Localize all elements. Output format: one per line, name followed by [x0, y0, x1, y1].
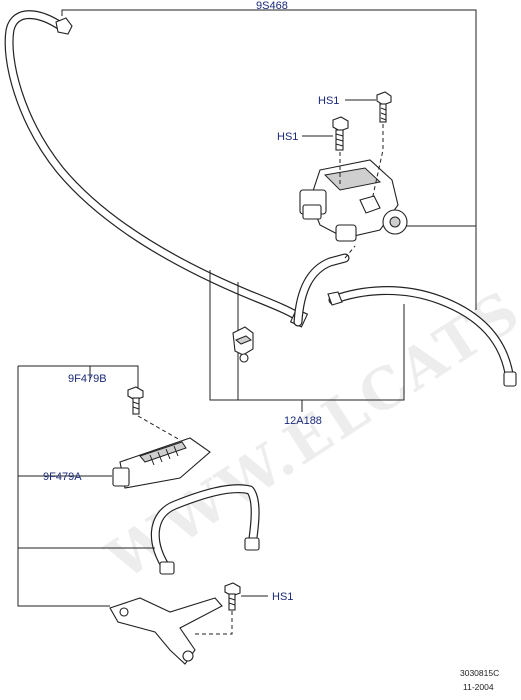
bolt-hs1-bottom: [224, 582, 241, 611]
callout-9s468: 9S468: [256, 0, 288, 12]
callout-hs1-mid: HS1: [277, 131, 298, 143]
vacuum-hose-9s468: [4, 10, 309, 328]
callout-hs1-bottom: HS1: [272, 591, 293, 603]
drawing-code: 3030815C: [460, 668, 499, 678]
leader-lower-group: [17, 366, 155, 607]
callout-hs1-top: HS1: [318, 95, 339, 107]
leader-9f479b: [18, 365, 139, 388]
callout-9f479a: 9F479A: [43, 471, 82, 483]
vacuum-hose-12a188: [293, 253, 517, 387]
hose-clip: [232, 326, 254, 363]
bolt-hs1-mid: [332, 116, 349, 151]
mounting-bracket: [109, 597, 233, 665]
vacuum-solenoid: [299, 159, 408, 242]
leader-9s468-right: [405, 225, 477, 310]
sensor-hose: [150, 484, 260, 575]
leader-9s468: [61, 9, 477, 226]
bolt-hs1-top: [376, 91, 392, 123]
bolt-9f479b: [127, 386, 144, 415]
callout-12a188: 12A188: [284, 415, 322, 427]
dash-hs1-top: [371, 124, 384, 201]
dash-9f479b: [137, 415, 181, 441]
map-sensor-9f479a: [112, 437, 211, 489]
callout-9f479b: 9F479B: [68, 373, 107, 385]
drawing-date: 11-2004: [463, 682, 494, 692]
dash-hose-link: [344, 245, 356, 259]
